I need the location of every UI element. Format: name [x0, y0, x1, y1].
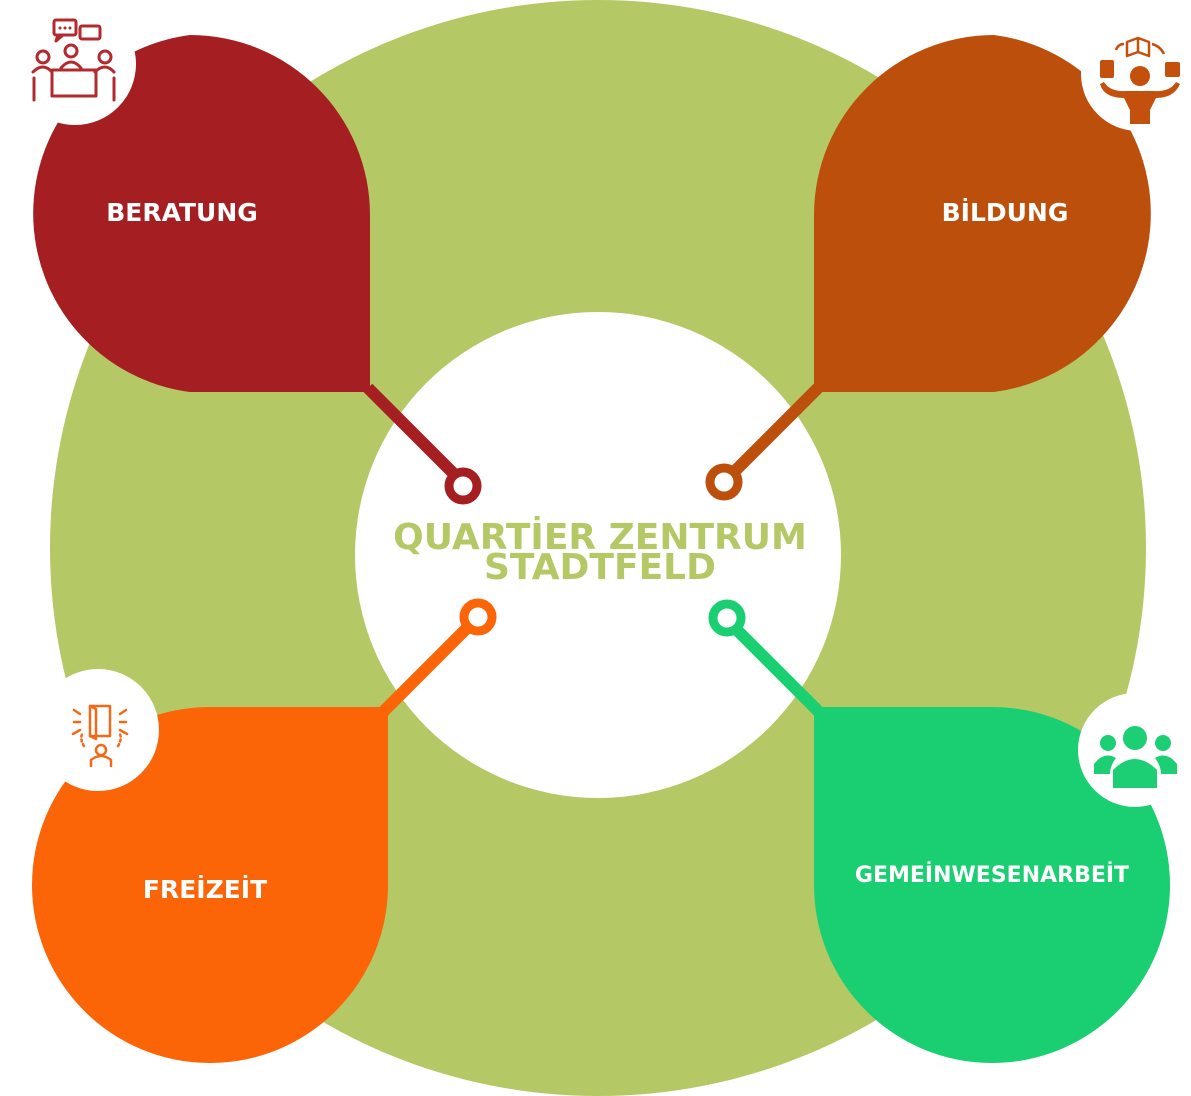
petal-freizeit-shape: [32, 707, 388, 1063]
petal-beratung-label: BERATUNG: [106, 198, 258, 227]
connector-gemeinwesenarbeit: [732, 625, 823, 716]
teacher-books-icon: [1081, 17, 1191, 131]
petal-bildung[interactable]: BİLDUNG: [705, 35, 1151, 501]
petal-gemeinwesenarbeit-shape: [814, 707, 1170, 1063]
connector-bildung: [729, 383, 823, 477]
petal-gemeinwesenarbeit-label: GEMEİNWESENARBEİT: [855, 862, 1129, 888]
open-door-person-icon: [37, 669, 159, 791]
connector-freizeit: [379, 622, 473, 716]
connector-beratung: [363, 383, 460, 480]
petal-beratung-shape: [33, 35, 370, 392]
node-gemeinwesenarbeit: [708, 599, 746, 637]
node-freizeit: [459, 598, 497, 636]
group-people-icon: [1078, 693, 1191, 807]
petal-gemeinwesenarbeit[interactable]: GEMEİNWESENARBEİT: [708, 599, 1170, 1063]
petal-freizeit[interactable]: FREİZEİT: [32, 598, 497, 1063]
node-beratung: [444, 467, 482, 505]
petal-freizeit-label: FREİZEİT: [143, 874, 267, 904]
center-circle: [355, 312, 841, 798]
petal-beratung[interactable]: BERATUNG: [33, 35, 482, 505]
meeting-icon: [14, 3, 136, 125]
petal-bildung-label: BİLDUNG: [942, 197, 1069, 227]
center-title-line1: QUARTİER ZENTRUM: [393, 516, 807, 558]
node-bildung: [705, 463, 743, 501]
center-title-line2: STADTFELD: [484, 547, 716, 588]
petal-bildung-shape: [814, 35, 1151, 392]
